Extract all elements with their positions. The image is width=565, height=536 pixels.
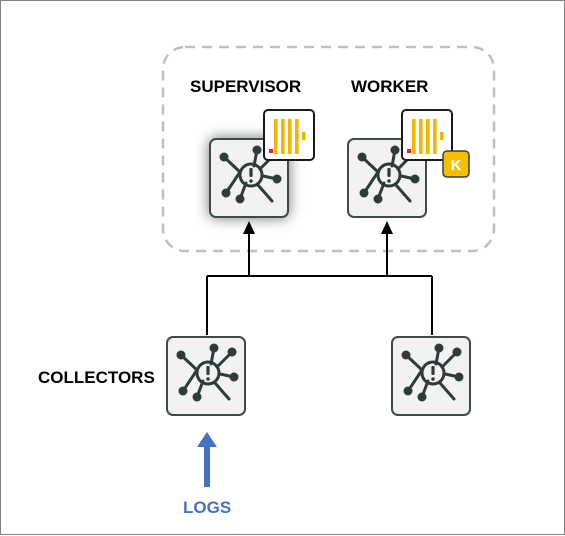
logs-arrow xyxy=(197,432,217,487)
k-badge-icon: K xyxy=(442,150,470,178)
network-alert-search-icon xyxy=(165,335,247,417)
arrow-to-worker xyxy=(381,221,393,234)
collectors-label: COLLECTORS xyxy=(38,368,155,387)
cluster-boundary xyxy=(161,45,496,253)
worker-badge-letter: K xyxy=(451,157,462,174)
network-alert-search-icon xyxy=(390,335,472,417)
connector-lines xyxy=(206,233,433,335)
supervisor-label: SUPERVISOR xyxy=(190,77,301,96)
collector-node-right[interactable] xyxy=(390,335,472,417)
collector-node-left[interactable] xyxy=(165,335,247,417)
worker-label: WORKER xyxy=(351,77,428,96)
arrow-to-supervisor xyxy=(243,221,255,234)
logs-label: LOGS xyxy=(183,498,231,517)
supervisor-database-icon xyxy=(263,109,315,161)
